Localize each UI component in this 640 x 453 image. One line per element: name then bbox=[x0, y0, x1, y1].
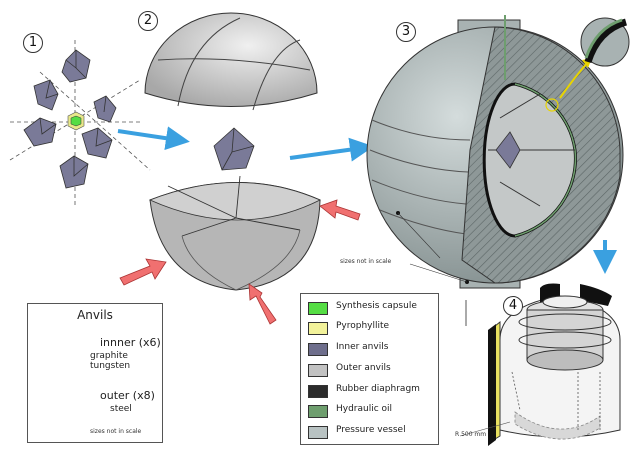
exploded-anvil-assembly bbox=[9, 40, 151, 205]
flow-arrow-1 bbox=[117, 126, 190, 151]
legend-swatch bbox=[308, 385, 328, 398]
anvils-panel: Anvils innner (x6) graphite tungsten out… bbox=[27, 303, 163, 443]
scale-note-main: sizes not in scale bbox=[340, 258, 392, 265]
legend-swatch bbox=[308, 426, 328, 439]
anvils-panel-title: Anvils bbox=[77, 308, 113, 322]
inner-anvil-lower-right bbox=[81, 127, 113, 159]
legend-label: Outer anvils bbox=[336, 363, 391, 373]
red-pressure-arrows bbox=[119, 199, 361, 325]
step-badge-3: 3 bbox=[396, 22, 416, 42]
step-badge-2: 2 bbox=[138, 11, 158, 31]
scale-radius-label: R 500 mm bbox=[455, 431, 487, 438]
legend-label: Rubber diaphragm bbox=[336, 384, 420, 394]
inner-anvil-material-1: graphite bbox=[90, 351, 128, 361]
legend-label: Hydraulic oil bbox=[336, 404, 393, 414]
pressure-vessel bbox=[366, 15, 630, 289]
vessel-core bbox=[518, 295, 612, 371]
inner-anvil-material-2: tungsten bbox=[90, 361, 131, 371]
legend-label: Pyrophyllite bbox=[336, 321, 390, 331]
inner-anvil-top bbox=[61, 49, 91, 83]
inner-anvil-section bbox=[495, 131, 521, 169]
step-badge-1: 1 bbox=[23, 33, 43, 53]
flow-arrow-2 bbox=[289, 137, 374, 162]
legend-swatch bbox=[308, 322, 328, 335]
legend-swatch bbox=[308, 302, 328, 315]
vessel-rings bbox=[369, 119, 471, 235]
legend-swatch bbox=[308, 405, 328, 418]
press-housing bbox=[459, 283, 621, 446]
legend-label: Pressure vessel bbox=[336, 425, 406, 435]
step-badge-4: 4 bbox=[503, 296, 523, 316]
outer-anvil-label: outer (x8) bbox=[100, 389, 155, 402]
inner-anvil-right bbox=[93, 95, 117, 123]
legend-label: Inner anvils bbox=[336, 342, 389, 352]
scale-note-panel: sizes not in scale bbox=[90, 428, 142, 435]
legend-panel: Synthesis capsule Pyrophyllite Inner anv… bbox=[300, 293, 439, 445]
legend-swatch bbox=[308, 364, 328, 377]
synthesis-capsule bbox=[67, 111, 85, 131]
detail-magnifier bbox=[580, 17, 630, 67]
center-inner-anvils bbox=[213, 127, 255, 171]
inner-anvil-bottom bbox=[59, 155, 89, 189]
outer-anvil-material: steel bbox=[110, 404, 132, 414]
inner-anvil-left bbox=[23, 117, 57, 147]
outer-anvil-sphere bbox=[144, 12, 321, 291]
inner-anvil-upper-left bbox=[33, 79, 59, 111]
legend-swatch bbox=[308, 343, 328, 356]
legend-label: Synthesis capsule bbox=[336, 301, 417, 311]
inner-anvil-label: innner (x6) bbox=[100, 336, 161, 349]
